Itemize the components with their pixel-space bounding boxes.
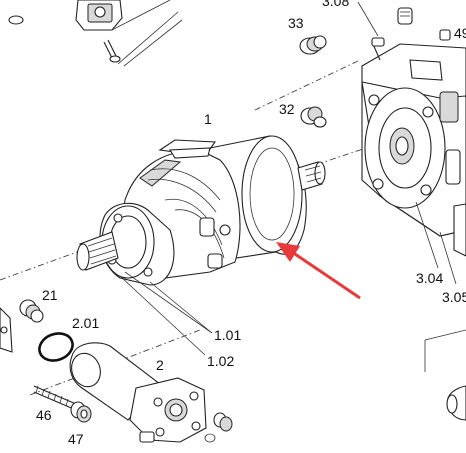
partial-component-bottom-right [424,329,466,421]
label-2-01: 2.01 [72,315,99,331]
valve-block-top-left [75,0,171,31]
leader-line [123,19,183,67]
plug-part-33 [299,35,327,55]
label-3-08: 3.08 [322,0,349,9]
screw-top-left [103,39,121,63]
leader-line [117,11,179,65]
o-ring-top-left [8,15,24,25]
label-1: 1 [204,111,212,127]
plug-part-21 [19,299,44,323]
label-46: 46 [36,407,52,423]
highlight-arrow [276,242,361,300]
cylinder-part-2 [69,342,207,443]
label-2: 2 [156,357,164,373]
nut-part-47 [70,401,92,423]
label-3-04: 3.04 [416,270,443,286]
pump-housing-part-3 [357,1,466,285]
label-1-01: 1.01 [214,327,241,343]
centerline-upper [254,59,361,111]
label-33: 33 [288,15,304,31]
label-47: 47 [68,431,84,447]
plug-small-near-part-2 [204,412,233,443]
o-ring-part-2-01 [38,332,74,362]
plug-part-32 [300,106,327,128]
spring-part-46 [33,385,77,411]
label-32: 32 [279,101,295,117]
label-3-05: 3.05 [442,289,466,305]
label-21: 21 [42,287,58,303]
fitting-part-49-area [397,7,451,41]
label-49: 49 [454,25,466,41]
left-edge-partial [0,307,13,353]
label-1-02: 1.02 [207,353,234,369]
centerline-right [329,129,421,161]
hydraulic-motor-part-1 [76,135,326,356]
